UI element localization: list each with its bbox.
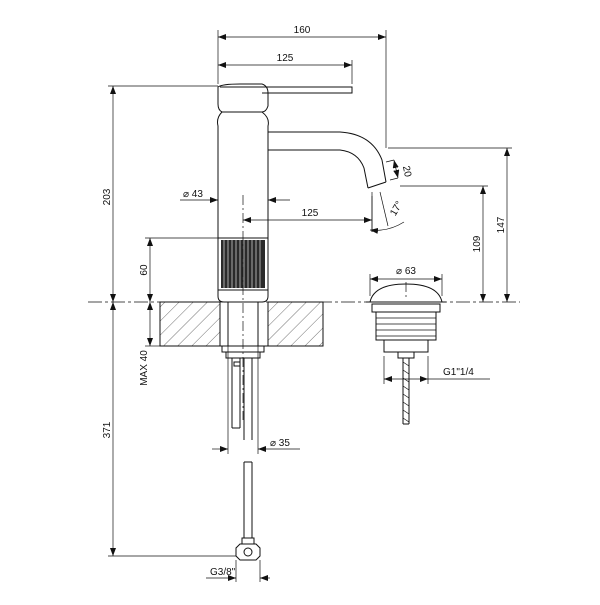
dim-waste-thread: G1"1/4 <box>383 356 490 384</box>
supply-hose <box>235 461 261 561</box>
dim-spout-top-height: 147 <box>388 147 512 302</box>
dim-spout-top-height-label: 147 <box>496 216 507 233</box>
dim-spout-outlet: 20 <box>385 159 413 181</box>
countertop-section <box>159 301 324 347</box>
dim-max-deck-thickness: MAX 40 <box>139 302 160 386</box>
dim-spout-angle-label: 17° <box>388 199 405 218</box>
dim-hose-connection-label: G3/8" <box>210 567 236 578</box>
dim-base-height-label: 60 <box>139 264 150 276</box>
dim-base-height: 60 <box>139 237 218 302</box>
dim-hose-connection: G3/8" <box>206 560 270 582</box>
dim-body-height: 203 <box>102 85 218 302</box>
dim-overall-width: 160 <box>217 25 387 148</box>
dim-waste-diameter-label: ⌀ 63 <box>396 266 416 277</box>
dim-body-diameter-label: ⌀ 43 <box>183 189 203 200</box>
dim-handle-length-label: 125 <box>277 53 294 64</box>
dim-waste-diameter: ⌀ 63 <box>369 266 443 296</box>
dim-body-diameter: ⌀ 43 <box>180 189 290 203</box>
dim-hose-length: 371 <box>102 302 236 557</box>
dim-spout-reach-label: 125 <box>302 208 319 219</box>
dim-spout-outlet-height-label: 109 <box>472 235 483 252</box>
dim-spout-angle: 17° <box>369 191 405 234</box>
dim-spout-outlet-height: 109 <box>400 185 488 302</box>
dim-handle-length: 125 <box>218 53 353 84</box>
dim-shank-diameter-label: ⌀ 35 <box>270 438 290 449</box>
dim-body-height-label: 203 <box>102 188 113 205</box>
dim-overall-width-label: 160 <box>294 25 311 36</box>
faucet-body <box>217 83 387 440</box>
dim-hose-length-label: 371 <box>102 421 113 438</box>
dim-spout-outlet-label: 20 <box>400 165 413 179</box>
dim-waste-thread-label: G1"1/4 <box>443 367 474 378</box>
dim-spout-reach: 125 <box>243 196 373 232</box>
waste-valve <box>366 282 446 425</box>
dim-max-deck-thickness-label: MAX 40 <box>139 350 150 386</box>
dim-shank-diameter: ⌀ 35 <box>212 346 300 454</box>
